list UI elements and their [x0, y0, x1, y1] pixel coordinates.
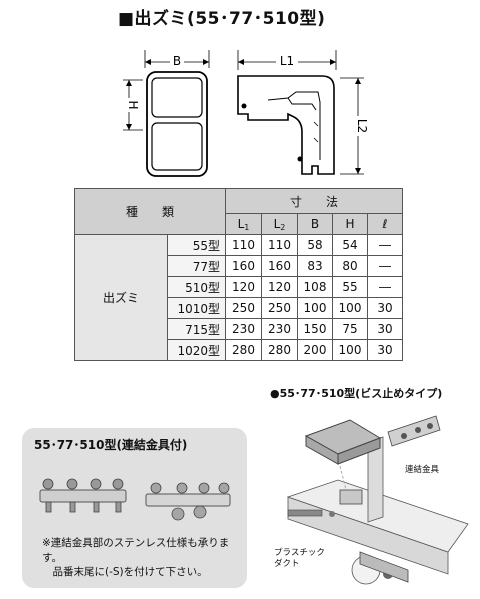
install-title: ●55･77･510型(ビス止めタイプ)	[270, 387, 443, 400]
table-row: 出ズミ 55型 110 110 58 54 ―	[74, 234, 403, 361]
panel-title: 55･77･510型(連結金具付)	[34, 438, 188, 452]
cell: 160	[225, 255, 262, 277]
dim-h-label: H	[126, 100, 140, 109]
row-type: 55型	[167, 234, 226, 256]
page-title: ■出ズミ(55･77･510型)	[118, 9, 326, 29]
cell: 58	[297, 234, 333, 256]
table-row: 1020型 280 280 200 100 30	[75, 339, 403, 361]
col-l2-header: L2	[261, 213, 298, 235]
cell: 80	[332, 255, 368, 277]
row-type: 715型	[167, 318, 226, 340]
cell: 100	[332, 297, 368, 319]
cell: 30	[367, 318, 403, 340]
panel-note: ※連結金具部のステンレス仕様も承ります。 品番末尾に(-S)を付けて下さい。	[42, 536, 242, 580]
side-view-drawing: L1 L2	[237, 50, 369, 175]
fitting-photo	[39, 478, 231, 521]
cell: 110	[225, 234, 262, 256]
cell: 30	[367, 339, 403, 361]
table-row: 77型 160 160 83 80 ―	[75, 255, 403, 277]
cell: 280	[225, 339, 262, 361]
cell: 120	[225, 276, 262, 298]
col-b-header: B	[297, 213, 333, 235]
type-header: 種 類	[74, 188, 226, 235]
dims-header: 寸 法	[225, 188, 403, 214]
dim-l2-label: L2	[355, 119, 369, 133]
cell: 250	[225, 297, 262, 319]
cell: 160	[261, 255, 298, 277]
duct-label: プラスチック ダクト	[274, 548, 325, 569]
dim-l1-label: L1	[280, 54, 294, 68]
cell: 230	[225, 318, 262, 340]
table-row: 1010型 250 250 100 100 30	[75, 297, 403, 319]
cell: 75	[332, 318, 368, 340]
install-illustration	[268, 402, 476, 594]
cell: ―	[367, 276, 403, 298]
dim-b-label: B	[173, 54, 181, 68]
fitting-panel: 55･77･510型(連結金具付) ※連結金具部のステンレス仕様も承ります。 品…	[22, 428, 247, 588]
col-l1-header: L1	[225, 213, 262, 235]
cell: 280	[261, 339, 298, 361]
col-l-header: ℓ	[367, 213, 403, 235]
front-view-drawing: B H	[123, 50, 210, 177]
cell: 200	[297, 339, 333, 361]
row-type: 510型	[167, 276, 226, 298]
cell: 150	[297, 318, 333, 340]
cell: 54	[332, 234, 368, 256]
cell: 30	[367, 297, 403, 319]
spec-table: 種 類 寸 法 L1 L2 B H ℓ 出ズミ 55型 110 110 58 5…	[74, 188, 403, 361]
cell: ―	[367, 234, 403, 256]
cell: ―	[367, 255, 403, 277]
cell: 250	[261, 297, 298, 319]
cell: 55	[332, 276, 368, 298]
cell: 83	[297, 255, 333, 277]
cell: 100	[332, 339, 368, 361]
panel-note-text: ※連結金具部のステンレス仕様も承ります。 品番末尾に(-S)を付けて下さい。	[42, 537, 230, 578]
row-type: 77型	[167, 255, 226, 277]
cell: 110	[261, 234, 298, 256]
col-h-header: H	[332, 213, 368, 235]
group-label: 出ズミ	[74, 234, 168, 361]
cell: 108	[297, 276, 333, 298]
cell: 230	[261, 318, 298, 340]
fitting-label: 連結金具	[405, 465, 440, 475]
row-type: 1020型	[167, 339, 226, 361]
row-type: 1010型	[167, 297, 226, 319]
cell: 120	[261, 276, 298, 298]
cell: 100	[297, 297, 333, 319]
